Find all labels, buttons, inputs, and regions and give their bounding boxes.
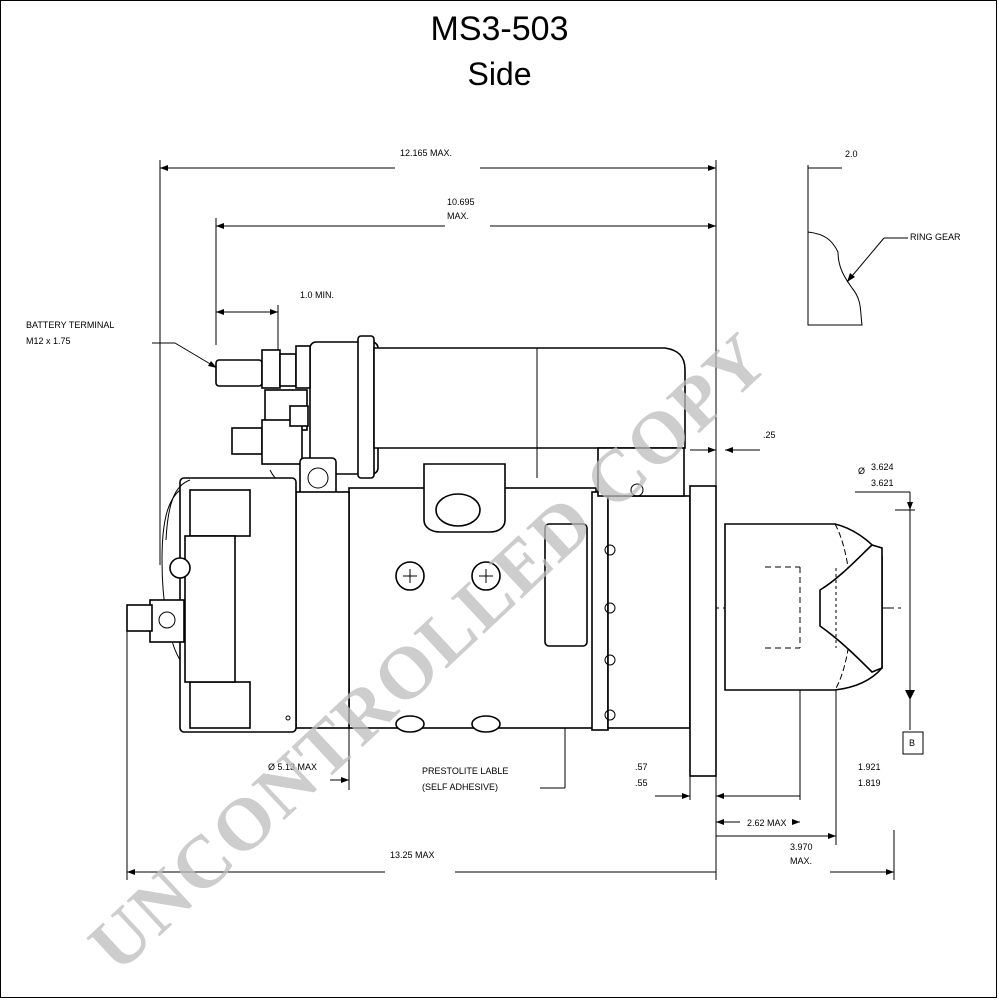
dim-pinion-dia-a: 3.624 bbox=[871, 462, 894, 472]
ring-gear bbox=[807, 231, 863, 326]
dim-pinion-dia-symbol: Ø bbox=[858, 466, 865, 476]
datum-label: B bbox=[909, 738, 915, 748]
dim-solenoid-length-max: MAX. bbox=[447, 211, 469, 221]
drawing-title: MS3-503 bbox=[430, 10, 569, 48]
dim-body-diameter: Ø 5.13 MAX bbox=[268, 762, 317, 772]
dim-drive-b: 1.819 bbox=[858, 778, 881, 788]
dimension-text: 12.165 MAX. 10.695 MAX. 1.0 MIN. 2.0 RIN… bbox=[26, 148, 961, 866]
label-ring-gear: RING GEAR bbox=[910, 232, 961, 242]
solenoid bbox=[215, 335, 686, 499]
drive-nose bbox=[724, 523, 883, 691]
dim-min-gap: 1.0 MIN. bbox=[300, 290, 334, 300]
label-battery-thread: M12 x 1.75 bbox=[26, 336, 71, 346]
label-prestolite: PRESTOLITE LABLE bbox=[422, 766, 508, 776]
dim-drive-a: 1.921 bbox=[858, 762, 881, 772]
dim-pinion-length-b: MAX. bbox=[790, 856, 812, 866]
dim-nose-gap: .25 bbox=[763, 430, 776, 440]
dim-flange-a: .57 bbox=[635, 762, 648, 772]
drawing-subtitle: Side bbox=[467, 56, 532, 92]
dim-flange-b: .55 bbox=[635, 778, 648, 788]
dim-pinion-length-a: 3.970 bbox=[790, 842, 813, 852]
dim-nose-length: 2.62 MAX bbox=[747, 818, 787, 828]
dim-overall-bottom: 13.25 MAX bbox=[390, 850, 435, 860]
dim-pinion-dia-b: 3.621 bbox=[871, 478, 894, 488]
label-battery-terminal: BATTERY TERMINAL bbox=[26, 320, 114, 330]
dim-solenoid-length: 10.695 bbox=[447, 197, 475, 207]
end-frame bbox=[126, 477, 350, 733]
dim-ring-gear-offset: 2.0 bbox=[845, 149, 858, 159]
dim-overall-top: 12.165 MAX. bbox=[400, 148, 452, 158]
label-self-adhesive: (SELF ADHESIVE) bbox=[422, 782, 498, 792]
motor-body bbox=[348, 447, 717, 777]
